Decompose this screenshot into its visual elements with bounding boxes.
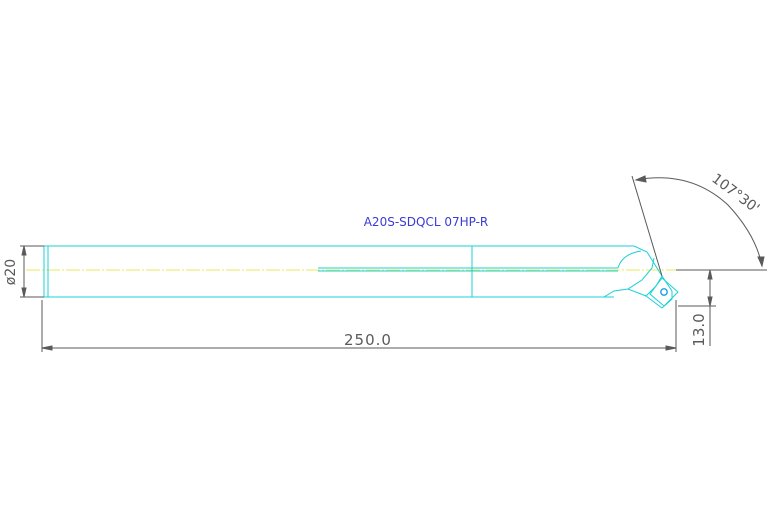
- insert-screw-icon: [660, 288, 668, 296]
- angle-dimension: [631, 175, 767, 277]
- part-number-title: A20S-SDQCL 07HP-R: [364, 215, 489, 229]
- length-dimension: [41, 300, 677, 352]
- angle-dimension-label: 107°30': [708, 171, 762, 217]
- insert: [649, 277, 679, 307]
- length-dimension-label: 250.0: [344, 331, 392, 349]
- diameter-dimension: [20, 245, 44, 298]
- offset-dimension-label: 13.0: [690, 313, 708, 346]
- tool-shank: [43, 245, 634, 298]
- tool-head: [602, 245, 673, 309]
- diameter-dimension-label: ø20: [3, 259, 19, 285]
